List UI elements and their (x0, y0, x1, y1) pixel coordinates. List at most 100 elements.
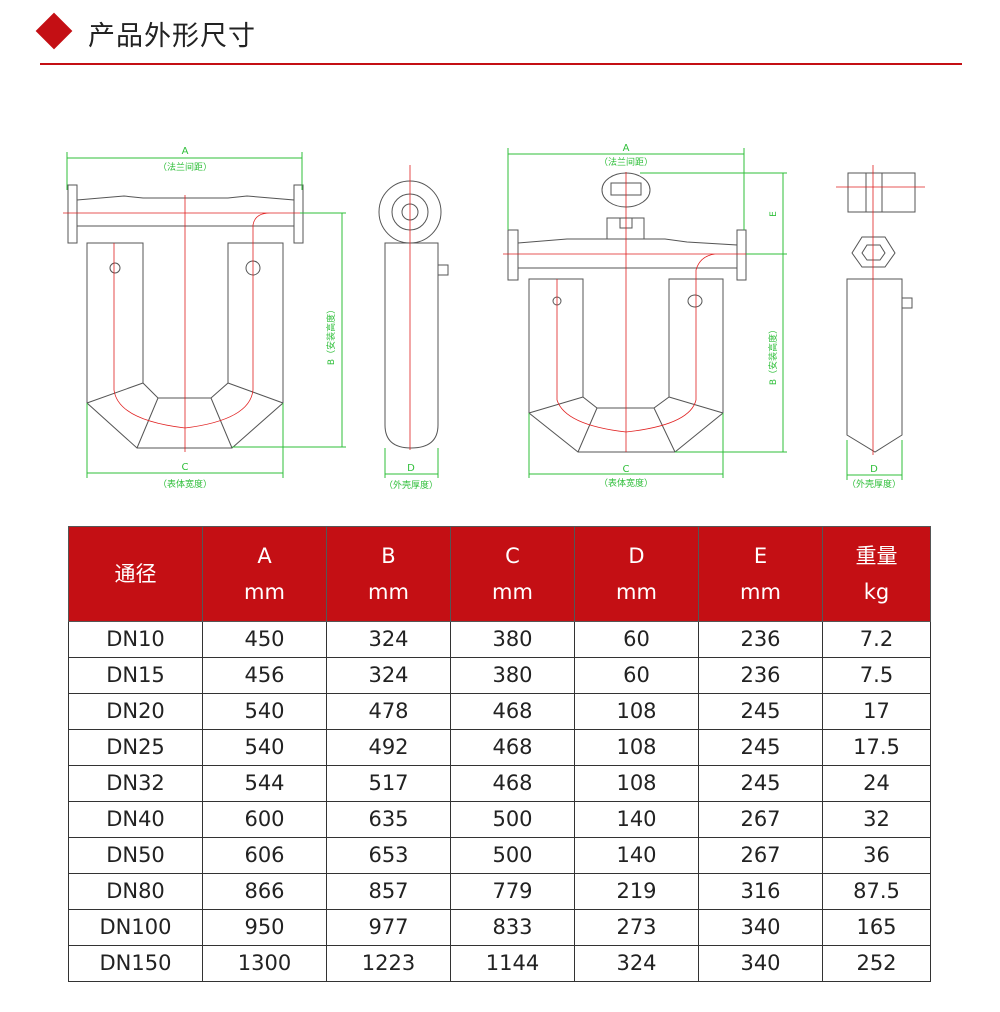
table-cell: 468 (450, 765, 575, 802)
dim-b-label: B（安装高度） (325, 305, 337, 365)
table-cell: DN100 (68, 909, 203, 946)
table-cell: 324 (326, 657, 451, 694)
table-cell: 108 (574, 765, 699, 802)
table-cell: 635 (326, 801, 451, 838)
table-cell: 140 (574, 837, 699, 874)
header-label: C (505, 544, 520, 568)
meter-side-view-small (378, 165, 449, 450)
dim-a-label: A (182, 146, 189, 157)
table-cell: 17.5 (822, 729, 931, 766)
table-cell: 60 (574, 621, 699, 658)
header-unit: mm (244, 580, 285, 604)
table-cell: 7.2 (822, 621, 931, 658)
column-header: 重量 kg (822, 526, 931, 622)
center-lines-small (63, 195, 308, 452)
header-label: B (381, 544, 396, 568)
table-cell: 779 (450, 873, 575, 910)
table-cell: DN10 (68, 621, 203, 658)
table-cell: 857 (326, 873, 451, 910)
table-cell: 36 (822, 837, 931, 874)
dim-c-label-2: C (623, 464, 630, 475)
table-cell: 1223 (326, 945, 451, 982)
header-unit: mm (616, 580, 657, 604)
table-cell: DN80 (68, 873, 203, 910)
table-cell: 245 (698, 693, 823, 730)
table-cell: 500 (450, 801, 575, 838)
table-cell: 977 (326, 909, 451, 946)
table-cell: 17 (822, 693, 931, 730)
table-cell: 7.5 (822, 657, 931, 694)
header-unit: mm (492, 580, 533, 604)
header-label: 重量 (855, 544, 898, 568)
table-cell: 324 (326, 621, 451, 658)
meter-front-view-transmitter (507, 172, 747, 453)
table-cell: 32 (822, 801, 931, 838)
table-cell: 245 (698, 765, 823, 802)
table-cell: 380 (450, 621, 575, 658)
dim-c-label: C (182, 462, 189, 473)
table-cell: 108 (574, 729, 699, 766)
table-cell: 950 (202, 909, 327, 946)
table-cell: 316 (698, 873, 823, 910)
table-cell: 478 (326, 693, 451, 730)
table-cell: 653 (326, 837, 451, 874)
table-cell: DN32 (68, 765, 203, 802)
table-cell: 544 (202, 765, 327, 802)
table-cell: 267 (698, 837, 823, 874)
table-cell: 866 (202, 873, 327, 910)
table-cell: 108 (574, 693, 699, 730)
table-cell: 500 (450, 837, 575, 874)
table-cell: 600 (202, 801, 327, 838)
table-cell: 450 (202, 621, 327, 658)
header-unit: kg (863, 580, 890, 604)
table-cell: 236 (698, 621, 823, 658)
table-cell: DN40 (68, 801, 203, 838)
table-cell: 24 (822, 765, 931, 802)
table-cell: 60 (574, 657, 699, 694)
column-header: 通径 (68, 526, 203, 622)
table-cell: 87.5 (822, 873, 931, 910)
dimension-drawings: A （法兰间距） B（安装高度） C （表体宽度） D （外壳厚度） A （法兰… (63, 143, 925, 491)
table-cell: 540 (202, 693, 327, 730)
table-cell: 324 (574, 945, 699, 982)
dim-a-desc: （法兰间距） (158, 161, 212, 173)
table-cell: 492 (326, 729, 451, 766)
table-cell: 468 (450, 729, 575, 766)
center-lines-transmitter (503, 172, 750, 452)
header-label: D (628, 544, 645, 568)
dim-a-desc-2: （法兰间距） (599, 156, 653, 168)
dim-a-label-2: A (623, 143, 630, 154)
dim-e-label: E (769, 211, 779, 217)
table-cell: 517 (326, 765, 451, 802)
table-cell: DN15 (68, 657, 203, 694)
table-cell: DN150 (68, 945, 203, 982)
section-title: 产品外形尺寸 (88, 21, 256, 52)
table-cell: 380 (450, 657, 575, 694)
header-divider (40, 63, 962, 65)
dimension-lines-transmitter (507, 148, 903, 480)
table-cell: 468 (450, 693, 575, 730)
table-cell: 1300 (202, 945, 327, 982)
meter-side-view-transmitter (836, 165, 925, 455)
dim-d-desc: （外壳厚度） (384, 479, 438, 491)
dim-d-label-2: D (870, 464, 878, 475)
table-cell: DN50 (68, 837, 203, 874)
header-label: A (257, 544, 272, 568)
table-cell: 340 (698, 945, 823, 982)
table-cell: 245 (698, 729, 823, 766)
dimension-lines-small (66, 152, 439, 478)
table-cell: 540 (202, 729, 327, 766)
header-label: 通径 (114, 562, 157, 586)
table-cell: 1144 (450, 945, 575, 982)
